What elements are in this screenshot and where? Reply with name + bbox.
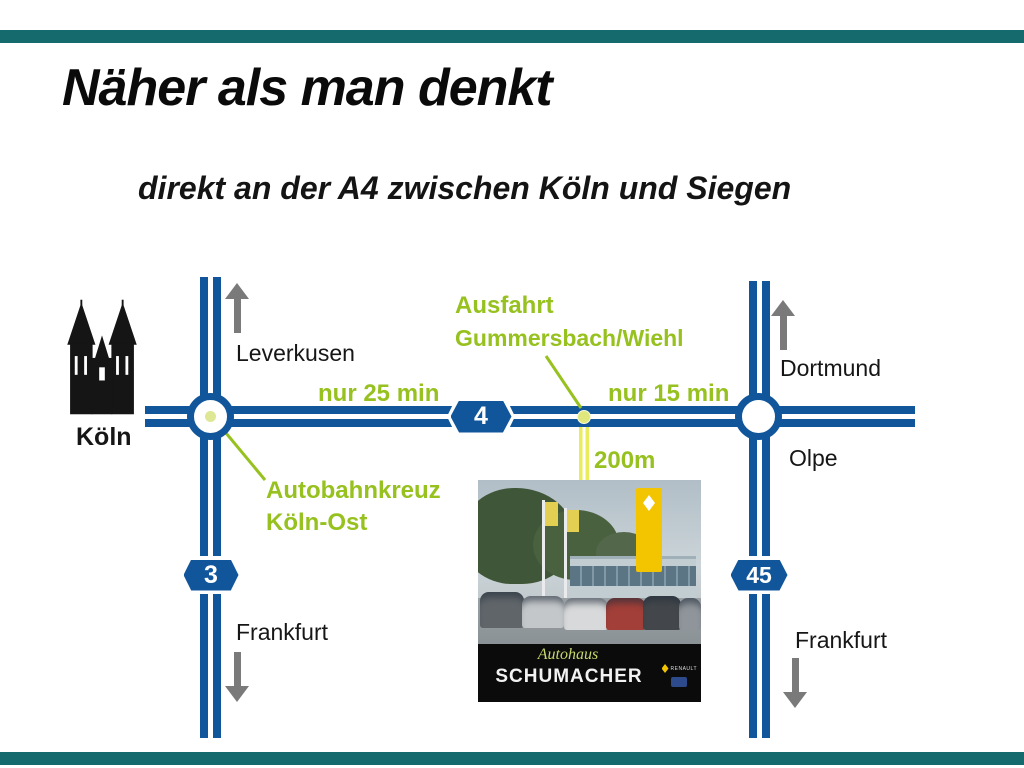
travel-time-koeln: nur 25 min	[318, 380, 440, 407]
shield-a4-number: 4	[474, 402, 488, 430]
exit-marker-dot	[577, 410, 591, 424]
arrow-shaft	[791, 658, 799, 692]
junction-label-line1: Autobahnkreuz	[266, 477, 441, 504]
subheadline: direkt an der A4 zwischen Köln und Siege…	[138, 170, 792, 206]
top-divider-bar	[0, 30, 1024, 43]
shield-a4-face: 4	[450, 400, 512, 433]
arrow-down-frankfurt-right	[783, 658, 807, 708]
dealer-logo-band: Autohaus SCHUMACHER RENAULT	[478, 644, 701, 702]
dacia-logo	[671, 677, 688, 687]
autobahn-shield-a3: 3	[180, 556, 242, 594]
shield-a3-face: 3	[183, 559, 239, 591]
arrow-head-icon	[225, 283, 249, 299]
car	[564, 598, 608, 630]
headline: Näher als man denkt	[62, 59, 553, 117]
arrow-head-icon	[783, 692, 807, 708]
manufacturer-logos: RENAULT	[661, 664, 697, 687]
flag	[567, 510, 579, 532]
autobahn-shield-a45: 45	[727, 556, 791, 594]
arrow-shaft	[233, 652, 241, 686]
motorway-a4-road	[145, 406, 915, 427]
brand-name: SCHUMACHER	[495, 666, 643, 687]
flagpole	[542, 500, 545, 600]
junction-label-line2: Köln-Ost	[266, 509, 368, 536]
flag	[545, 502, 558, 526]
junction-olpe-circle	[735, 393, 782, 440]
renault-totem-sign	[636, 488, 662, 572]
renault-wordmark: RENAULT	[670, 665, 697, 672]
renault-diamond-icon	[643, 495, 655, 511]
arrow-up-dortmund	[771, 300, 795, 350]
access-road-200m	[579, 427, 589, 481]
junction-koeln-ost-circle	[187, 393, 234, 440]
showroom-glass-front	[570, 566, 696, 586]
travel-time-olpe: nur 15 min	[608, 380, 730, 407]
arrow-shaft	[233, 299, 241, 333]
exit-label-line1: Ausfahrt	[455, 292, 554, 319]
arrow-head-icon	[225, 686, 249, 702]
arrow-down-frankfurt-left	[225, 652, 249, 702]
junction-marker-dot	[205, 411, 216, 422]
autobahn-shield-a4: 4	[447, 397, 515, 436]
motorway-a45-road	[749, 281, 770, 738]
car	[480, 592, 524, 628]
flagpole	[564, 508, 567, 600]
label-frankfurt-left: Frankfurt	[236, 619, 329, 645]
shield-a45-number: 45	[746, 561, 772, 588]
distance-label: 200m	[594, 447, 656, 474]
koeln-cathedral-icon	[67, 299, 137, 415]
arrow-shaft	[779, 316, 787, 350]
car	[522, 596, 564, 628]
label-olpe: Olpe	[789, 445, 838, 471]
label-frankfurt-right: Frankfurt	[795, 627, 888, 653]
showroom-building	[570, 556, 696, 598]
renault-diamond-icon	[661, 664, 669, 673]
motorway-a3-road	[200, 277, 221, 738]
label-dortmund: Dortmund	[780, 355, 881, 381]
shield-a3-number: 3	[204, 560, 218, 589]
dealership-photo: Autohaus SCHUMACHER RENAULT	[478, 480, 701, 702]
car	[606, 598, 646, 630]
junction-callout-line	[219, 426, 267, 481]
shield-a45-face: 45	[730, 559, 788, 591]
car	[643, 596, 681, 630]
exit-label-line2: Gummersbach/Wiehl	[455, 325, 684, 351]
label-leverkusen: Leverkusen	[236, 340, 355, 366]
brand-script: Autohaus	[537, 646, 599, 663]
arrow-up-leverkusen	[225, 283, 249, 333]
arrow-head-icon	[771, 300, 795, 316]
label-koeln: Köln	[76, 423, 132, 451]
bottom-divider-bar	[0, 752, 1024, 765]
exit-callout-line	[544, 355, 583, 409]
renault-logo: RENAULT	[661, 664, 697, 673]
car	[679, 598, 701, 630]
